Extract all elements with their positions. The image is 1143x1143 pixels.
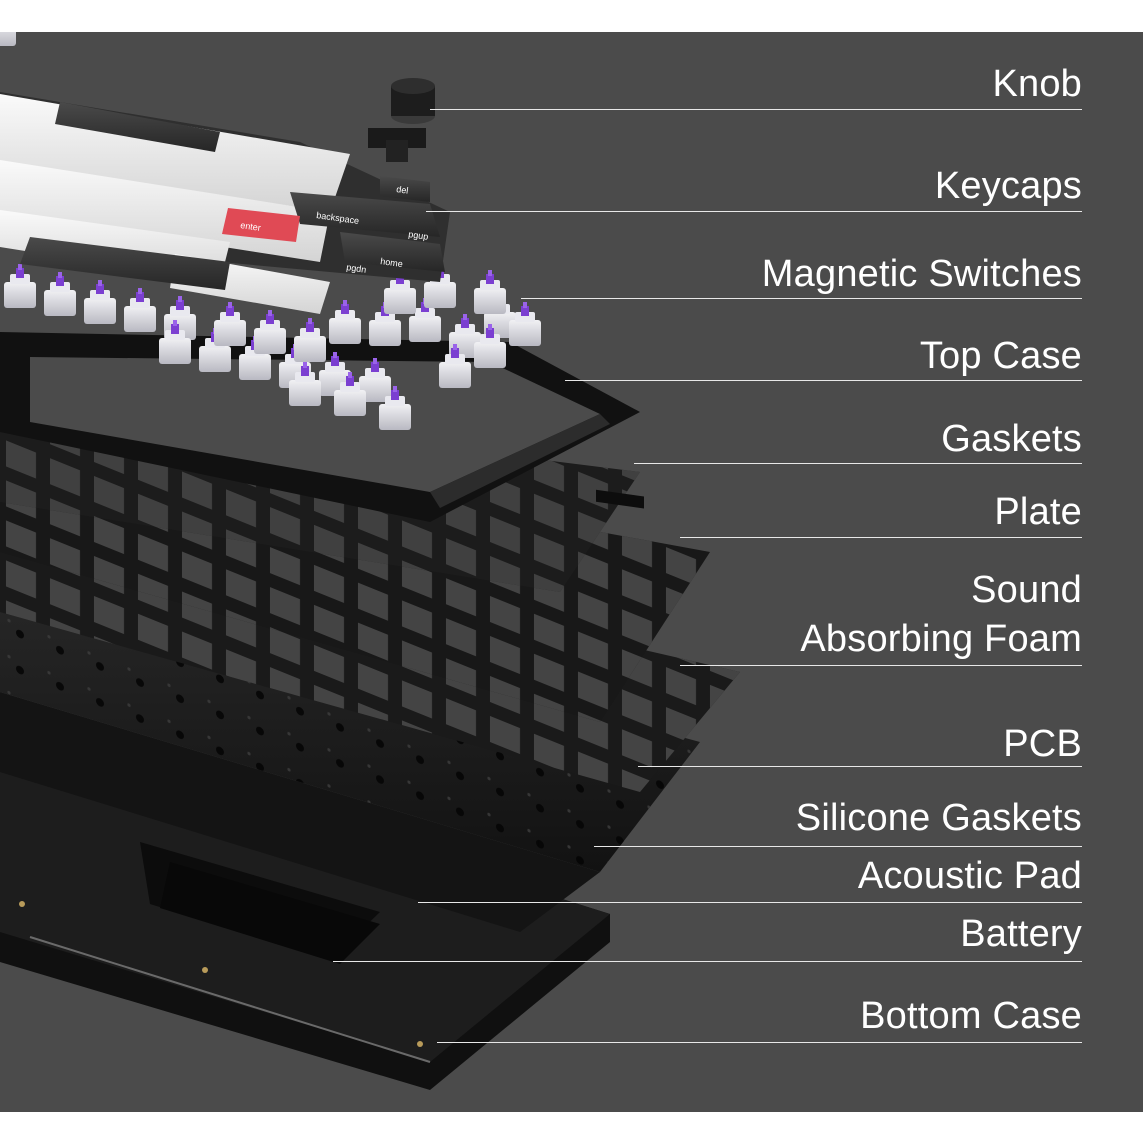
- dark-keycaps: [20, 102, 445, 290]
- leader-sound-absorbing-foam: [680, 665, 1082, 666]
- label-acoustic-pad: Acoustic Pad: [857, 855, 1082, 897]
- label-pcb: PCB: [1003, 723, 1082, 765]
- leader-battery: [333, 961, 1082, 962]
- keycap-legend-pgup: pgup: [408, 229, 429, 242]
- label-plate: Plate: [994, 491, 1082, 533]
- knob-part: [368, 78, 435, 162]
- exploded-view-panel: backspace del pgup home pgdn enter Knob …: [0, 32, 1143, 1112]
- switch-unit: [0, 32, 16, 46]
- keycaps-layer: backspace del pgup home pgdn enter: [0, 92, 450, 314]
- acoustic-pad-layer: [0, 692, 600, 964]
- leader-keycaps: [426, 211, 1082, 212]
- label-knob: Knob: [992, 63, 1082, 105]
- leader-magnetic-switches: [521, 298, 1082, 299]
- accent-keycap: [222, 208, 300, 242]
- top-case-layer: [0, 332, 644, 522]
- magnetic-switches-layer: [0, 32, 541, 430]
- keycap-legend-pgdn: pgdn: [346, 262, 367, 275]
- leader-gaskets: [634, 463, 1082, 464]
- label-battery: Battery: [960, 913, 1082, 955]
- leader-knob: [430, 109, 1082, 110]
- label-silicone-gaskets: Silicone Gaskets: [795, 797, 1082, 839]
- keycap-legend-del: del: [396, 184, 409, 196]
- keycap-legend-enter: enter: [240, 220, 262, 233]
- leader-acoustic-pad: [418, 902, 1082, 903]
- leader-top-case: [565, 380, 1082, 381]
- label-keycaps: Keycaps: [934, 165, 1082, 207]
- label-bottom-case: Bottom Case: [860, 995, 1082, 1037]
- label-sound-absorbing-foam: Sound Absorbing Foam: [800, 569, 1082, 660]
- leader-plate: [680, 537, 1082, 538]
- keyboard-exploded-illustration: backspace del pgup home pgdn enter: [0, 32, 740, 1090]
- label-top-case: Top Case: [919, 335, 1082, 377]
- label-magnetic-switches: Magnetic Switches: [761, 253, 1082, 295]
- label-gaskets: Gaskets: [941, 418, 1082, 460]
- keycap-legend-home: home: [380, 256, 404, 269]
- leader-bottom-case: [437, 1042, 1082, 1043]
- leader-silicone-gaskets: [594, 846, 1082, 847]
- leader-pcb: [638, 766, 1082, 767]
